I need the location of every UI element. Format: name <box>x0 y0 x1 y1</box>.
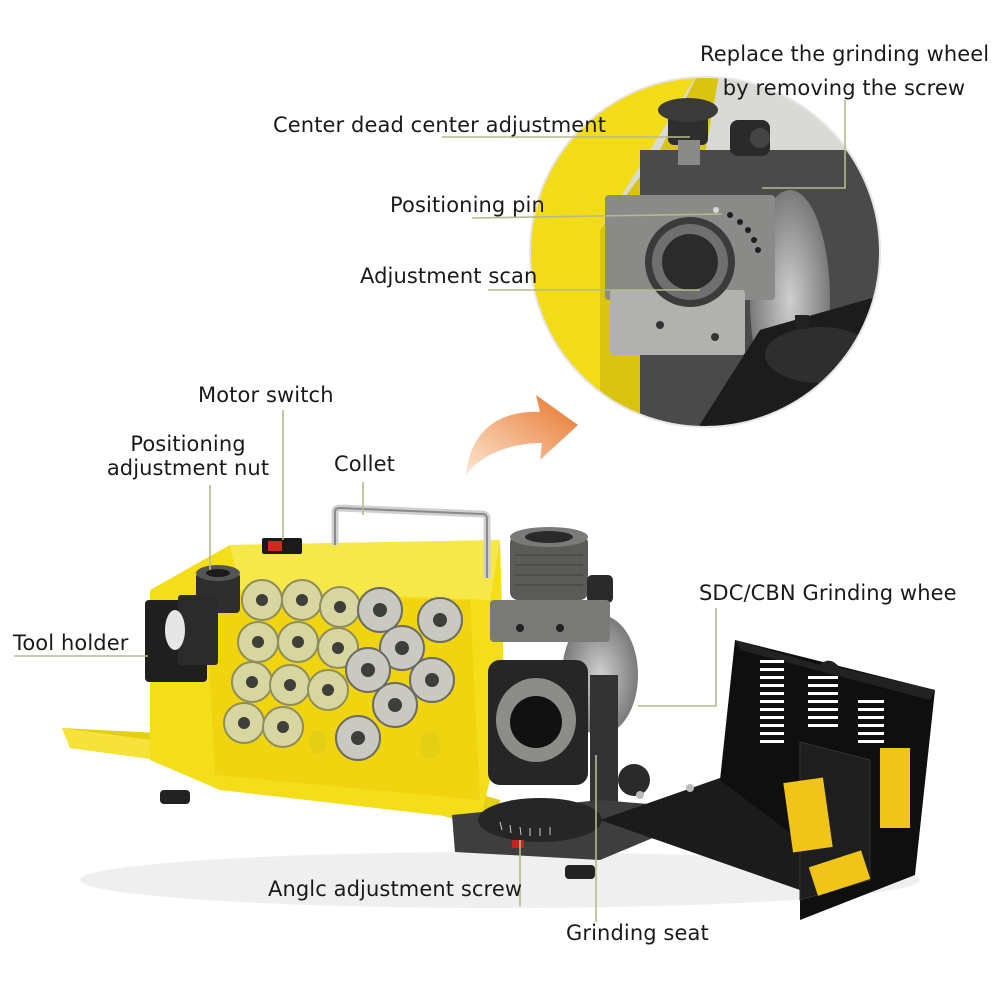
label-collet: Collet <box>334 452 395 476</box>
label-replace-wheel: Replace the grinding wheel by removing t… <box>700 42 990 100</box>
leader-grinding-wheel <box>638 608 717 707</box>
leader-replace-wheel <box>762 100 846 189</box>
label-adjustment-scan: Adjustment scan <box>360 264 538 288</box>
label-tool-holder: Tool holder <box>13 631 129 655</box>
collet-set <box>223 579 463 761</box>
label-replace-wheel-line1: Replace the grinding wheel <box>700 42 990 66</box>
positioning-nut-icon <box>196 565 240 613</box>
label-center-dead-center: Center dead center adjustment <box>273 113 607 137</box>
machine-illustration <box>62 504 935 920</box>
grinding-head <box>452 527 720 860</box>
leader-lines <box>14 100 846 922</box>
label-positioning-nut: Positioning adjustment nut <box>106 432 270 480</box>
zoom-circle-border <box>529 76 881 428</box>
label-positioning-nut-line2: adjustment nut <box>106 456 270 480</box>
zoom-arrow-icon <box>466 395 578 475</box>
label-motor-switch: Motor switch <box>198 383 334 407</box>
label-grinding-seat: Grinding seat <box>566 921 709 945</box>
carry-handle <box>331 504 491 578</box>
label-positioning-pin: Positioning pin <box>390 193 545 217</box>
tool-holder-icon <box>145 595 218 682</box>
leader-positioning-pin <box>471 213 723 219</box>
label-grinding-wheel: SDC/CBN Grinding whee <box>699 581 957 605</box>
label-replace-wheel-line2: by removing the screw <box>722 76 966 100</box>
label-positioning-nut-line1: Positioning <box>130 432 246 456</box>
tool-tray <box>600 640 935 920</box>
label-angle-screw: Anglc adjustment screw <box>268 877 523 901</box>
